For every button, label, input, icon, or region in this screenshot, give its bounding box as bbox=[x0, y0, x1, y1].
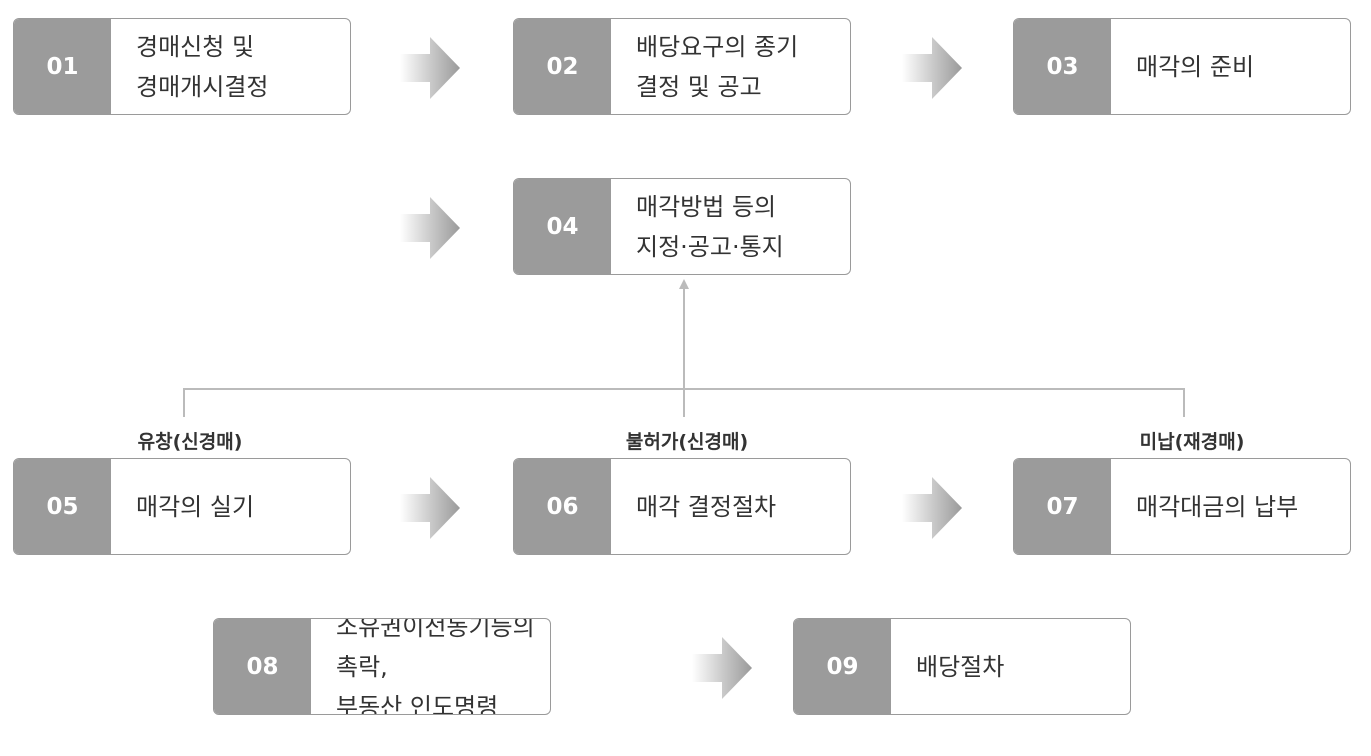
step-03: 03 매각의 준비 bbox=[1013, 18, 1351, 115]
step-number: 04 bbox=[514, 179, 611, 274]
step-text: 매각의 준비 bbox=[1111, 19, 1350, 114]
arrow-right-icon bbox=[902, 37, 962, 99]
arrow-right-icon bbox=[400, 37, 460, 99]
step-05: 05 매각의 실기 bbox=[13, 458, 351, 555]
step-06: 06 매각 결정절차 bbox=[513, 458, 851, 555]
step-number: 07 bbox=[1014, 459, 1111, 554]
step-08: 08 소유권이전동기등의 촉락, 부동산 인도명령 bbox=[213, 618, 551, 715]
step-text-line: 부동산 인도명령 bbox=[336, 692, 499, 715]
step-07: 07 매각대금의 납부 bbox=[1013, 458, 1351, 555]
step-number: 06 bbox=[514, 459, 611, 554]
step-02: 02 배당요구의 종기 결정 및 공고 bbox=[513, 18, 851, 115]
step-text-line: 매각의 실기 bbox=[136, 492, 255, 521]
branch-label-07: 미납(재경매) bbox=[1139, 431, 1245, 453]
step-text: 배당절차 bbox=[891, 619, 1130, 714]
step-text: 경매신청 및 경매개시결정 bbox=[111, 19, 350, 114]
step-text-line: 배당절차 bbox=[916, 652, 1005, 681]
step-text-line: 매각대금의 납부 bbox=[1136, 492, 1299, 521]
step-number: 03 bbox=[1014, 19, 1111, 114]
step-01: 01 경매신청 및 경매개시결정 bbox=[13, 18, 351, 115]
step-number: 08 bbox=[214, 619, 311, 714]
step-text-line: 지정·공고·통지 bbox=[636, 232, 784, 261]
step-number: 09 bbox=[794, 619, 891, 714]
step-text-line: 결정 및 공고 bbox=[636, 72, 762, 101]
arrow-right-icon bbox=[692, 637, 752, 699]
arrow-right-icon bbox=[400, 197, 460, 259]
arrow-right-icon bbox=[902, 477, 962, 539]
step-text: 매각방법 등의 지정·공고·통지 bbox=[611, 179, 850, 274]
branch-label-06: 불허가(신경매) bbox=[625, 431, 749, 453]
step-text-line: 매각방법 등의 bbox=[636, 192, 777, 221]
branch-label-05: 유창(신경매) bbox=[137, 431, 243, 453]
step-text-line: 경매신청 및 bbox=[136, 32, 255, 61]
step-text: 배당요구의 종기 결정 및 공고 bbox=[611, 19, 850, 114]
step-text-line: 경매개시결정 bbox=[136, 72, 269, 101]
step-text: 매각의 실기 bbox=[111, 459, 350, 554]
arrow-right-icon bbox=[400, 477, 460, 539]
step-text-line: 배당요구의 종기 bbox=[636, 32, 799, 61]
step-text-line: 매각의 준비 bbox=[1136, 52, 1255, 81]
step-text: 매각대금의 납부 bbox=[1111, 459, 1350, 554]
step-number: 01 bbox=[14, 19, 111, 114]
step-text-line: 매각 결정절차 bbox=[636, 492, 777, 521]
step-text: 매각 결정절차 bbox=[611, 459, 850, 554]
step-number: 05 bbox=[14, 459, 111, 554]
step-04: 04 매각방법 등의 지정·공고·통지 bbox=[513, 178, 851, 275]
step-number: 02 bbox=[514, 19, 611, 114]
step-text-line: 소유권이전동기등의 촉락, bbox=[336, 618, 535, 681]
step-09: 09 배당절차 bbox=[793, 618, 1131, 715]
step-text: 소유권이전동기등의 촉락, 부동산 인도명령 bbox=[311, 619, 550, 714]
connector-arrowhead bbox=[679, 279, 689, 289]
